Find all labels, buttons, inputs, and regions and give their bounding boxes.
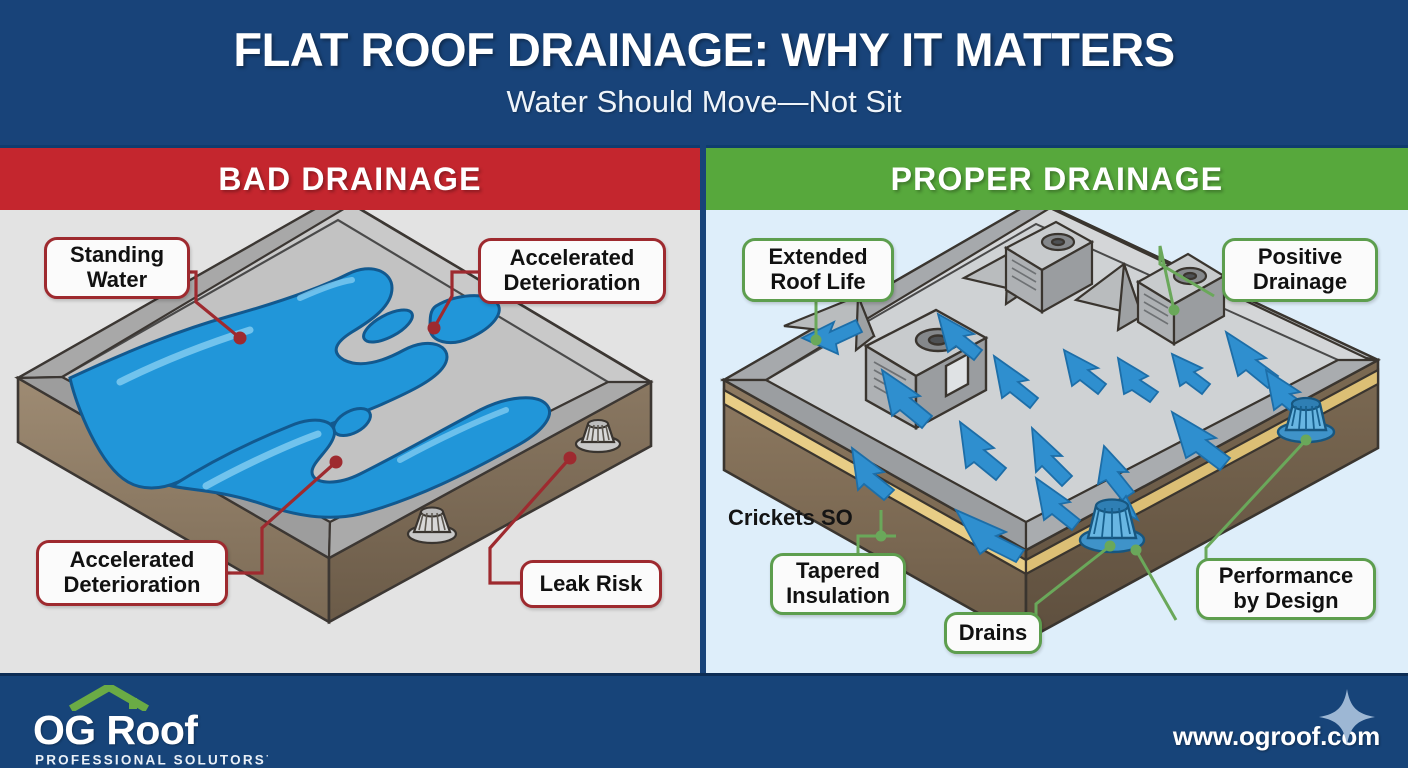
cricket-right [1073, 262, 1144, 333]
callout-crickets-so: Crickets SO [728, 503, 888, 533]
proper-drainage-banner: PROPER DRAINAGE [706, 148, 1408, 210]
bad-drainage-banner: BAD DRAINAGE [0, 148, 700, 210]
roof-peak-icon [69, 685, 149, 711]
callout-drains-label: Drains [958, 619, 1028, 645]
footer-rule [0, 673, 1408, 676]
panel-divider [700, 145, 706, 673]
proper-drainage-label: PROPER DRAINAGE [890, 160, 1224, 197]
callout-crickets-so-label: Crickets SO [728, 504, 853, 530]
page-subtitle: Water Should Move—Not Sit [506, 83, 902, 119]
scupper-drain-right [574, 419, 622, 454]
callout-leak-risk-label: Leak Risk [539, 570, 643, 596]
footer-bar: OG Roof PROFESSIONAL SOLUTORS· www.ogroo… [0, 673, 1408, 768]
callout-drains[interactable]: Drains [944, 612, 1042, 654]
hvac-unit-top [1003, 220, 1095, 314]
sparkle-icon [1319, 689, 1375, 745]
header-banner: FLAT ROOF DRAINAGE: WHY IT MATTERS Water… [0, 0, 1408, 145]
logo-name: OG Roof [33, 707, 198, 753]
scupper-drain-left [406, 506, 458, 545]
page-title: FLAT ROOF DRAINAGE: WHY IT MATTERS [233, 22, 1175, 76]
callout-leak-risk[interactable]: Leak Risk [520, 560, 662, 608]
bad-drainage-label: BAD DRAINAGE [218, 160, 482, 197]
logo-tagline: PROFESSIONAL SOLUTORS· [35, 751, 272, 768]
roof-drain-right [1276, 396, 1336, 444]
